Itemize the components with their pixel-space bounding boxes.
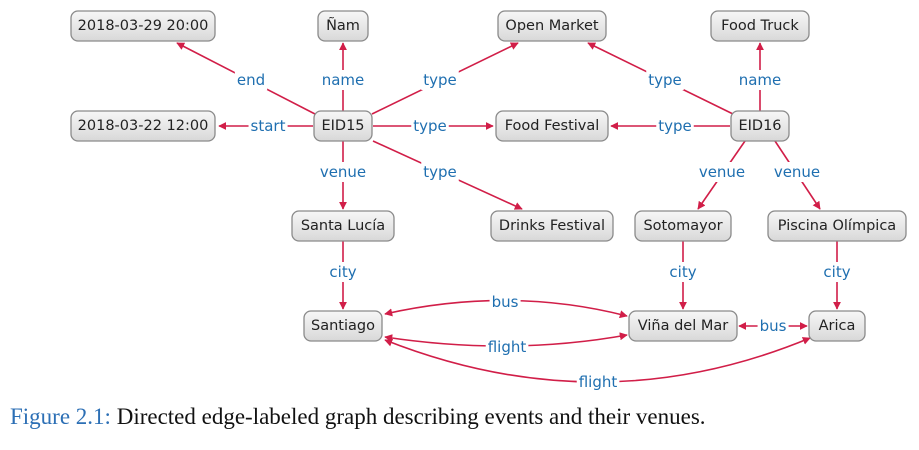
edge-label-background (327, 262, 359, 282)
edge-label-city: city (823, 263, 850, 281)
node-vina: Viña del Mar (628, 310, 738, 342)
edge-label-background (771, 162, 823, 182)
node-label: Ñam (326, 17, 360, 34)
node-foodfest: Food Festival (495, 110, 609, 142)
edge-label-type: type (658, 117, 692, 135)
edge-label-background (656, 116, 694, 136)
node-drinks: Drinks Festival (490, 210, 614, 242)
edge-label-city: city (329, 263, 356, 281)
edge-label-start: start (251, 117, 286, 135)
node-box (497, 10, 607, 42)
node-label: 2018-03-29 20:00 (78, 18, 209, 34)
edge-label-type: type (423, 71, 457, 89)
node-box (317, 10, 369, 42)
node-label: Santa Lucía (301, 218, 385, 234)
node-eid15: EID15 (313, 110, 373, 142)
edge-label-background (411, 116, 449, 136)
edge-label-background (317, 162, 369, 182)
node-dt_end: 2018-03-29 20:00 (70, 10, 216, 42)
node-box (710, 10, 810, 42)
node-label: EID15 (321, 118, 364, 134)
node-soto: Sotomayor (634, 210, 732, 242)
edge-label-background (646, 70, 684, 90)
node-box (628, 310, 738, 342)
edge-label-background (248, 116, 288, 136)
node-label: Food Festival (505, 118, 600, 134)
node-dt_start: 2018-03-22 12:00 (70, 110, 216, 142)
edge-label-background (485, 337, 529, 357)
edge-label-flight: flight (579, 373, 618, 391)
node-box (495, 110, 609, 142)
node-label: EID16 (738, 118, 781, 134)
edge-label-end: end (237, 71, 265, 89)
node-label: Drinks Festival (499, 218, 605, 234)
node-label: Open Market (505, 18, 598, 34)
edge-label-background (696, 162, 748, 182)
node-box (70, 110, 216, 142)
node-arica: Arica (808, 310, 866, 342)
node-box (303, 310, 383, 342)
edge-label-type: type (413, 117, 447, 135)
node-box (634, 210, 732, 242)
node-box (808, 310, 866, 342)
node-label: Sotomayor (643, 218, 722, 234)
edge-label-background (821, 262, 853, 282)
edge-label-venue: venue (699, 163, 745, 181)
figure-caption: Figure 2.1: Directed edge-labeled graph … (10, 404, 910, 430)
node-santiago: Santiago (303, 310, 383, 342)
edge-label-flight: flight (488, 338, 527, 356)
node-box (313, 110, 373, 142)
node-label: 2018-03-22 12:00 (78, 118, 209, 134)
node-piscina: Piscina Olímpica (767, 210, 907, 242)
edge-label-bus: bus (760, 317, 787, 335)
edge-label-type: type (423, 163, 457, 181)
caption-label: Figure 2.1: (10, 404, 111, 429)
edge-label-background (489, 292, 521, 312)
node-label: Viña del Mar (638, 318, 728, 334)
node-truck: Food Truck (710, 10, 810, 42)
edge-label-bus: bus (492, 293, 519, 311)
caption-text: Directed edge-labeled graph describing e… (116, 404, 706, 429)
edge-label-background (234, 70, 268, 90)
node-label: Piscina Olímpica (778, 218, 896, 234)
node-box (490, 210, 614, 242)
edge-label-venue: venue (320, 163, 366, 181)
node-label: Arica (819, 318, 856, 334)
edge-label-background (667, 262, 699, 282)
node-box (730, 110, 790, 142)
graph-diagram: end name type start type venue type type name typ… (70, 10, 907, 392)
node-box (291, 210, 395, 242)
edge-label-background (421, 70, 459, 90)
node-eid16: EID16 (730, 110, 790, 142)
node-label: Food Truck (721, 18, 799, 34)
edge-label-venue: venue (774, 163, 820, 181)
edge-label-background (736, 70, 784, 90)
edge-label-background (576, 372, 620, 392)
node-box (767, 210, 907, 242)
node-box (70, 10, 216, 42)
node-label: Santiago (311, 318, 375, 334)
edge-label-name: name (739, 71, 782, 89)
node-nam: Ñam (317, 10, 369, 42)
node-lucia: Santa Lucía (291, 210, 395, 242)
edge-label-background (757, 316, 789, 336)
edge-label-background (319, 70, 367, 90)
edge-label-type: type (648, 71, 682, 89)
node-openmkt: Open Market (497, 10, 607, 42)
edge-label-background (421, 162, 459, 182)
edge-label-name: name (322, 71, 365, 89)
edge-label-city: city (669, 263, 696, 281)
